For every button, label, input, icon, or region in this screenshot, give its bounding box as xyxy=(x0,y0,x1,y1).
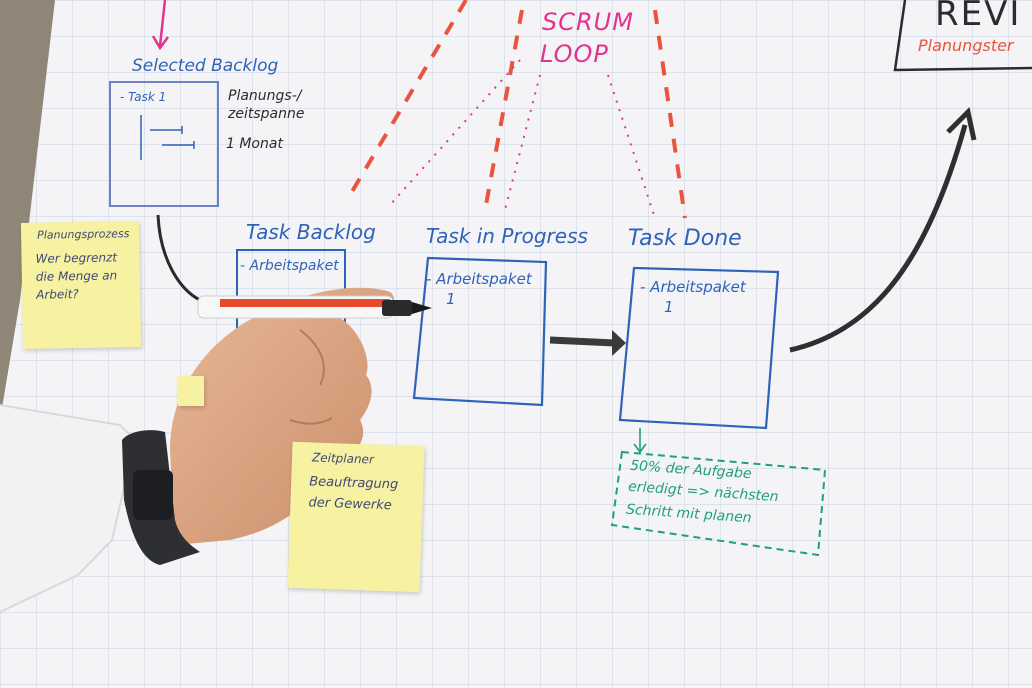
sticky-note-left-line2: Wer begrenzt xyxy=(35,250,118,266)
sticky-note-small xyxy=(178,376,204,406)
task-backlog-item: - Arbeitspaket xyxy=(240,258,339,274)
loop-title: LOOP xyxy=(540,40,609,68)
scrum-loop-lines xyxy=(348,0,687,219)
task-done-box xyxy=(618,266,780,430)
selected-backlog-title: Selected Backlog xyxy=(132,56,279,76)
wrist-watch xyxy=(122,430,200,565)
review-arrow xyxy=(789,106,977,353)
pink-down-arrow xyxy=(151,0,170,51)
selected-backlog-note3: 1 Monat xyxy=(226,136,283,152)
task-done-num: 1 xyxy=(664,298,674,316)
hand xyxy=(170,287,395,545)
sticky-note-bottom: Zeitplaner Beauftragung der Gewerke xyxy=(287,441,425,593)
review-box xyxy=(893,0,1032,72)
task-done-title: Task Done xyxy=(628,226,742,251)
scrum-title: SCRUM xyxy=(542,8,634,36)
sticky-note-bottom-line2: Beauftragung xyxy=(308,474,399,493)
shirt-sleeve xyxy=(0,405,135,612)
selected-backlog-gantt xyxy=(140,115,195,160)
selected-backlog-box xyxy=(109,81,219,207)
task-in-progress-num: 1 xyxy=(446,290,456,308)
task-in-progress-title: Task in Progress xyxy=(426,224,588,248)
task-in-progress-box xyxy=(412,256,548,407)
task-done-item: - Arbeitspaket xyxy=(640,278,746,296)
review-title: REVI xyxy=(935,0,1022,34)
selected-backlog-note1: Planungs-/ xyxy=(228,88,302,104)
black-curve-arrow xyxy=(156,214,201,302)
sticky-note-bottom-line1: Zeitplaner xyxy=(311,450,375,467)
sticky-note-left-line4: Arbeit? xyxy=(36,287,79,302)
marker-pen xyxy=(197,295,432,319)
black-right-arrow xyxy=(549,330,626,356)
sticky-note-left-line1: Planungsprozess xyxy=(37,227,130,242)
review-subtitle: Planungster xyxy=(918,36,1014,55)
task-backlog-title: Task Backlog xyxy=(246,220,376,244)
task-in-progress-item: - Arbeitspaket xyxy=(426,270,532,288)
selected-backlog-note2: zeitspanne xyxy=(228,106,305,122)
selected-backlog-item: - Task 1 xyxy=(120,90,167,104)
green-dashed-box xyxy=(610,450,827,557)
green-down-arrow xyxy=(633,428,647,454)
sticky-note-bottom-line3: der Gewerke xyxy=(308,495,392,514)
scrum-loop-dotted-lines xyxy=(389,59,656,219)
sticky-note-left-line3: die Menge an xyxy=(35,268,118,284)
sticky-note-left: Planungsprozess Wer begrenzt die Menge a… xyxy=(20,220,142,350)
